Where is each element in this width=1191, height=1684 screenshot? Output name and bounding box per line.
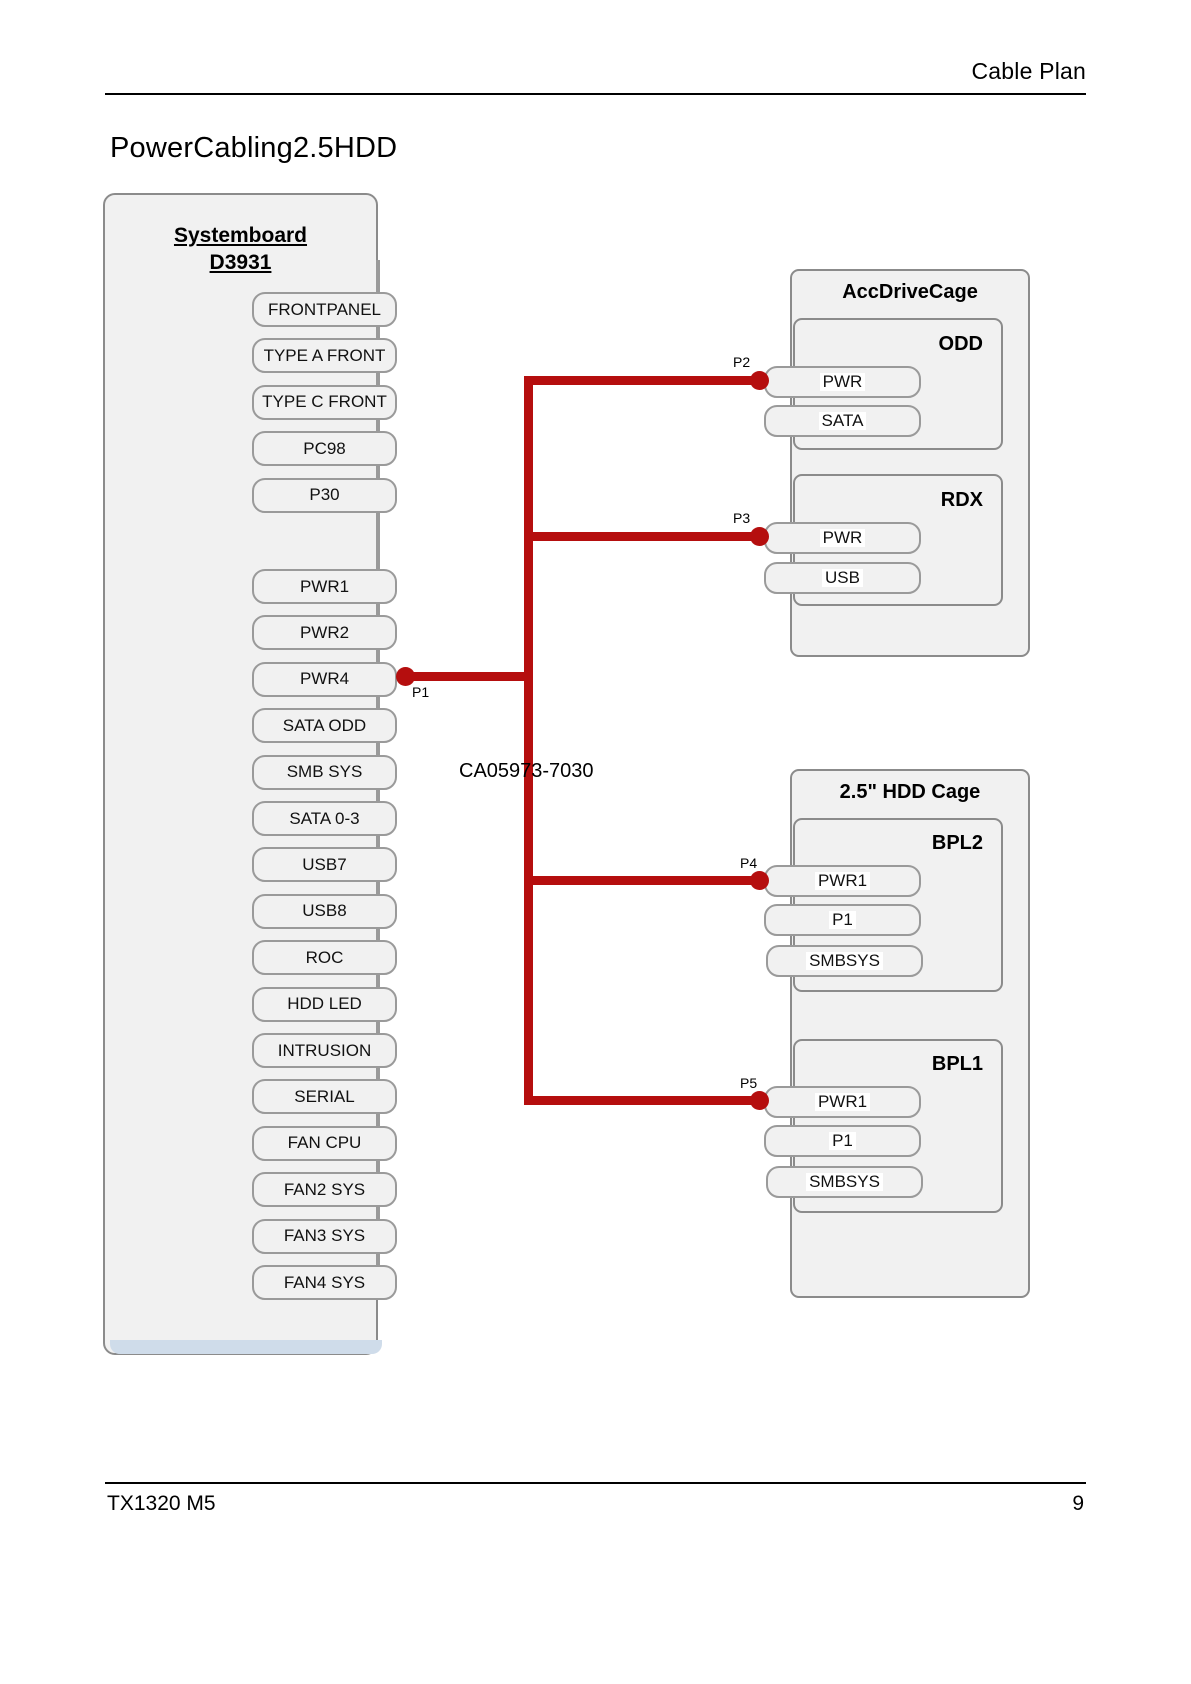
bpl1-port-p1[interactable]: P1 (764, 1125, 921, 1157)
cable-node-p4-label: P4 (740, 855, 758, 871)
bpl1-port-smbsys[interactable]: SMBSYS (766, 1166, 923, 1198)
systemboard-connector-pc98[interactable]: PC98 (252, 431, 397, 467)
systemboard-connector-usb8[interactable]: USB8 (252, 893, 397, 929)
cable-branch-p4 (524, 876, 761, 885)
bpl1-title: BPL1 (931, 1053, 983, 1075)
systemboard-connector-pwr2[interactable]: PWR2 (252, 615, 397, 651)
systemboard-connector-fan4-sys[interactable]: FAN4 SYS (252, 1265, 397, 1300)
cable-branch-p3 (524, 532, 761, 541)
systemboard-connector-fan2-sys[interactable]: FAN2 SYS (252, 1172, 397, 1208)
diagram-title: PowerCabling2.5HDD (110, 132, 398, 164)
systemboard-connector-fan3-sys[interactable]: FAN3 SYS (252, 1218, 397, 1254)
page-header-title: Cable Plan (971, 58, 1086, 84)
systemboard-connector-pwr4[interactable]: PWR4 (252, 661, 397, 697)
cable-trunk (524, 376, 533, 1104)
systemboard-connector-smb-sys[interactable]: SMB SYS (252, 754, 397, 790)
cable-node-p2-label: P2 (733, 354, 751, 370)
systemboard-model: D3931 (209, 251, 272, 275)
bpl1-port-pwr1[interactable]: PWR1 (764, 1086, 921, 1118)
odd-port-pwr[interactable]: PWR (764, 366, 921, 398)
systemboard-connector-sata-odd[interactable]: SATA ODD (252, 708, 397, 744)
systemboard-name: Systemboard (173, 224, 308, 247)
systemboard-connector-p30[interactable]: P30 (252, 477, 397, 513)
cable-node-p2[interactable] (750, 371, 769, 390)
footer-model: TX1320 M5 (107, 1492, 216, 1515)
cable-branch-p5 (524, 1096, 761, 1105)
systemboard-connector-sata-0-3[interactable]: SATA 0-3 (252, 801, 397, 836)
cable-branch-p2 (524, 376, 761, 385)
bpl2-port-smbsys[interactable]: SMBSYS (766, 945, 923, 977)
systemboard-shadow (110, 1340, 382, 1354)
cable-part-number-label: CA05973-7030 (459, 760, 594, 782)
cable-node-p3[interactable] (750, 527, 769, 546)
rdx-title: RDX (940, 489, 983, 511)
bpl2-port-pwr1[interactable]: PWR1 (764, 865, 921, 897)
cable-node-p5-label: P5 (740, 1075, 758, 1091)
systemboard-connector-intrusion[interactable]: INTRUSION (252, 1033, 397, 1068)
systemboard-connector-fan-cpu[interactable]: FAN CPU (252, 1125, 397, 1161)
systemboard-connector-type-a-front[interactable]: TYPE A FRONT (252, 338, 397, 374)
systemboard-connector-roc[interactable]: ROC (252, 940, 397, 976)
acc-drive-cage-title: AccDriveCage (842, 281, 978, 303)
cable-node-p3-label: P3 (733, 510, 751, 526)
cable-node-p1-label: P1 (412, 684, 430, 700)
rdx-port-pwr[interactable]: PWR (764, 522, 921, 554)
cable-node-p4[interactable] (750, 871, 769, 890)
systemboard-label: Systemboard D3931 (103, 222, 378, 277)
systemboard-connector-pwr1[interactable]: PWR1 (252, 569, 397, 604)
systemboard-connector-serial[interactable]: SERIAL (252, 1079, 397, 1115)
systemboard-connector-type-c-front[interactable]: TYPE C FRONT (252, 384, 397, 420)
bpl2-port-p1[interactable]: P1 (764, 904, 921, 936)
footer-rule (105, 1482, 1086, 1484)
header-rule (105, 93, 1086, 95)
cable-node-p1[interactable] (396, 667, 415, 686)
cable-branch-p1 (404, 672, 533, 681)
rdx-port-usb[interactable]: USB (764, 562, 921, 594)
systemboard-connector-frontpanel[interactable]: FRONTPANEL (252, 292, 397, 327)
odd-title: ODD (938, 333, 983, 355)
systemboard-connector-usb7[interactable]: USB7 (252, 847, 397, 883)
cable-node-p5[interactable] (750, 1091, 769, 1110)
footer-page-number: 9 (1072, 1492, 1084, 1515)
hdd-cage-title: 2.5" HDD Cage (839, 781, 981, 803)
systemboard-connector-hdd-led[interactable]: HDD LED (252, 986, 397, 1022)
bpl2-title: BPL2 (931, 832, 983, 854)
odd-port-sata[interactable]: SATA (764, 405, 921, 437)
